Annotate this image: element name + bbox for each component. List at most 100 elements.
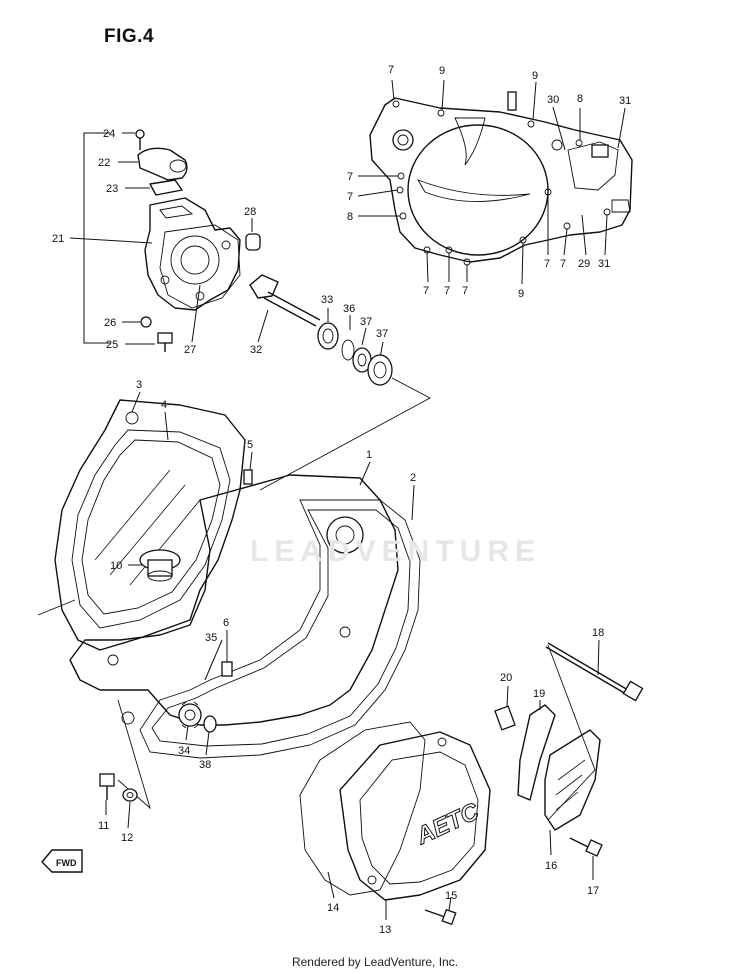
callout-2: 2 — [410, 472, 416, 484]
clutch-cover-nipple — [507, 91, 517, 111]
leader-12 — [127, 801, 131, 829]
cover-badge-text: AETC — [411, 798, 483, 851]
callout-7: 7 — [388, 64, 394, 76]
figure-title: FIG.4 — [104, 26, 155, 47]
callout-31: 31 — [598, 258, 610, 270]
bolt-11 — [99, 773, 115, 800]
callout-14: 14 — [327, 902, 339, 914]
cover-gasket-4 — [71, 429, 231, 629]
callout-6: 6 — [223, 617, 229, 629]
callout-3: 3 — [136, 379, 142, 391]
callout-10: 10 — [110, 560, 122, 572]
circlip-38 — [203, 715, 217, 733]
callout-9: 9 — [532, 70, 538, 82]
callout-36: 36 — [343, 303, 355, 315]
leader-18 — [597, 639, 600, 676]
callout-29: 29 — [578, 258, 590, 270]
forward-arrow-label: FWD — [56, 858, 77, 868]
callout-12: 12 — [121, 832, 133, 844]
callout-7: 7 — [347, 191, 353, 203]
leader-37a — [361, 327, 367, 346]
crank-bore — [326, 516, 364, 554]
bracket-line — [83, 132, 110, 344]
bolt-15 — [424, 908, 457, 926]
callout-26: 26 — [104, 317, 116, 329]
dowel-6 — [221, 661, 233, 677]
impeller-shaft-32 — [249, 274, 321, 327]
callout-37: 37 — [376, 328, 388, 340]
callout-30: 30 — [547, 94, 559, 106]
callout-15: 15 — [445, 890, 457, 902]
leader-3 — [131, 391, 141, 413]
bolt-18 — [545, 642, 644, 702]
callout-37: 37 — [360, 316, 372, 328]
guide-line-left — [37, 599, 76, 616]
watermark-text: LEADVENTURE — [250, 535, 542, 568]
callout-28: 28 — [244, 206, 256, 218]
sprocket-cover-16 — [544, 729, 601, 831]
clutch-cover-leaders — [357, 79, 626, 285]
drain-bolt-25 — [157, 332, 173, 352]
water-elbow-22 — [137, 147, 188, 181]
magneto-cover-3 — [54, 399, 246, 651]
crankcase-group — [37, 391, 421, 829]
callout-7: 7 — [423, 285, 429, 297]
leader-4 — [164, 411, 169, 441]
clutch-cover-outline — [369, 97, 633, 263]
callout-19: 19 — [533, 688, 545, 700]
leader-15 — [448, 896, 452, 911]
callout-32: 32 — [250, 344, 262, 356]
guide-line-shaft — [259, 377, 431, 491]
callout-7: 7 — [444, 285, 450, 297]
right-parts-group — [494, 639, 644, 880]
callout-18: 18 — [592, 627, 604, 639]
clutch-cover-group — [357, 79, 633, 285]
callout-7: 7 — [347, 171, 353, 183]
collar-20 — [494, 705, 516, 731]
outer-cover-13 — [339, 731, 491, 901]
washer-12 — [122, 788, 138, 802]
dowel-28 — [245, 233, 261, 251]
callout-13: 13 — [379, 924, 391, 936]
washer-26 — [140, 316, 152, 328]
leader-34 — [185, 725, 189, 741]
leader-21 — [69, 237, 153, 244]
leader-5 — [249, 451, 253, 471]
callout-24: 24 — [103, 128, 115, 140]
oil-filler-cap-10 — [139, 549, 181, 582]
bolt-31b — [611, 199, 631, 213]
leader-16 — [549, 829, 552, 856]
leader-32 — [257, 309, 269, 343]
callout-38: 38 — [199, 759, 211, 771]
callout-31: 31 — [619, 95, 631, 107]
bolt-24 — [135, 129, 145, 150]
callout-8: 8 — [347, 211, 353, 223]
thermostat-housing-30 — [567, 141, 619, 191]
chain-guide-19 — [517, 704, 556, 801]
callout-5: 5 — [247, 439, 253, 451]
water-pump-group — [69, 129, 431, 491]
gasket-23 — [149, 179, 183, 196]
callout-33: 33 — [321, 294, 333, 306]
clutch-cover-dome — [407, 124, 549, 256]
callout-7: 7 — [462, 285, 468, 297]
thermostat-cap — [591, 144, 609, 158]
callout-34: 34 — [178, 745, 190, 757]
callout-27: 27 — [184, 344, 196, 356]
clutch-cover-rib-top — [454, 117, 486, 166]
callout-4: 4 — [161, 399, 167, 411]
callout-16: 16 — [545, 860, 557, 872]
callout-9: 9 — [518, 288, 524, 300]
leader-35 — [204, 639, 223, 681]
leader-2 — [411, 484, 415, 521]
crankcase-cover-1 — [69, 474, 399, 726]
callout-7: 7 — [544, 258, 550, 270]
dowel-5 — [243, 469, 253, 485]
forward-arrow-icon: FWD — [41, 849, 83, 873]
leader-27 — [191, 284, 201, 343]
cover-gasket-14 — [299, 721, 426, 896]
leader-20 — [506, 685, 509, 707]
callout-17: 17 — [587, 885, 599, 897]
